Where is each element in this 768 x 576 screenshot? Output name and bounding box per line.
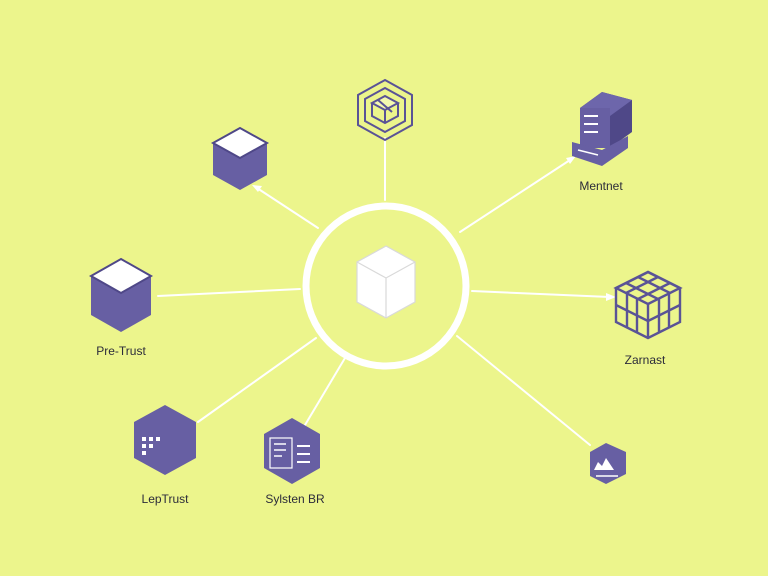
zarnast-label: Zarnast [624,353,666,367]
connector-zarnast [471,290,611,298]
document-hexagon-icon [264,418,320,484]
wireframe-cube-icon [613,270,683,340]
hexagon-cube-outline-icon [357,78,413,142]
mentnet-node[interactable] [572,92,632,166]
connectors [157,137,616,446]
lep-trust-node[interactable] [134,405,196,475]
grid-hexagon-icon [134,405,196,475]
system-br-label: Sylsten BR [265,492,325,506]
hub-node[interactable] [302,202,470,370]
pre-trust-node[interactable] [88,257,154,332]
pre-trust-cube-icon [88,257,154,332]
pre-trust-label: Pre-Trust [96,344,146,358]
small-box-node[interactable] [590,443,626,484]
arrowhead-mentnet [566,156,576,164]
connector-lep-trust [197,337,317,423]
mentnet-label: Mentnet [579,179,623,193]
connector-pre-trust [157,288,301,297]
arrowhead-upper-left [252,185,262,192]
zarnast-node[interactable] [613,270,683,340]
lep-trust-label: LepTrust [141,492,189,506]
small-box-icon [590,443,626,484]
connector-mentnet [459,159,571,233]
cube-icon [210,126,270,190]
top-node[interactable] [357,78,413,142]
connector-system-br [304,357,346,426]
arrowhead-zarnast [606,293,616,301]
server-icon [572,92,632,166]
system-br-node[interactable] [264,418,320,484]
central-cube-icon [356,245,416,319]
connector-small-box [456,335,591,446]
hub-ring [302,202,470,370]
upper-left-node[interactable] [210,126,270,190]
connector-upper-left [256,187,319,229]
